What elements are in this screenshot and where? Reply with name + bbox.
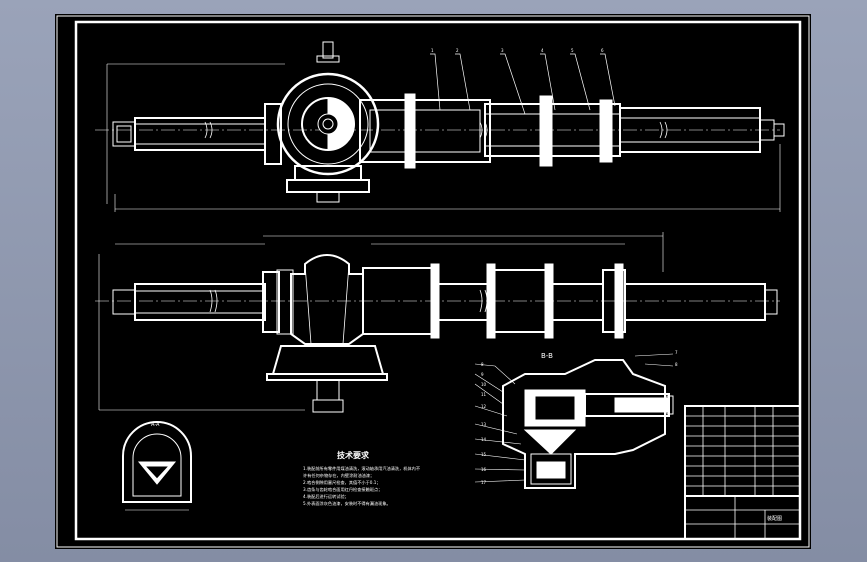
tech-note: 4.装配后进行运转试验； <box>303 493 349 500</box>
part-number-balloons-section: 8 9 10 11 12 13 14 15 16 17 7 8 <box>481 350 678 485</box>
tech-requirements-notes: 1.装配前所有零件用煤油清洗，滚动轴承用汽油清洗，机体内不 许有任何杂物存在，内… <box>303 465 420 507</box>
part-number: 9 <box>481 372 484 377</box>
part-number: 10 <box>481 382 487 387</box>
part-number: 11 <box>481 392 487 397</box>
tech-note: 许有任何杂物存在，内壁涂耐油油漆； <box>303 472 374 479</box>
part-number: 1 <box>431 48 434 53</box>
part-number: 16 <box>481 467 487 472</box>
part-number: 8 <box>481 362 484 367</box>
part-number: 2 <box>456 48 459 53</box>
part-number: 5 <box>571 48 574 53</box>
part-number: 12 <box>481 404 487 409</box>
tech-note: 1.装配前所有零件用煤油清洗，滚动轴承用汽油清洗，机体内不 <box>303 465 420 472</box>
small-view <box>122 421 192 511</box>
assembly-drawing: B-B A-A 技术要求 1.装配前所有零件用煤油清洗，滚动轴承用汽油清洗，机体… <box>56 15 810 548</box>
tech-requirements-title: 技术要求 <box>337 450 370 460</box>
section-view <box>474 353 674 489</box>
tech-note: 5.外表面涂灰色油漆，安装时不得有漏油现象。 <box>303 500 391 507</box>
tech-note: 2.啮合侧隙用塞尺检查，其值不小于0.1； <box>303 479 381 486</box>
front-view <box>95 232 780 413</box>
drawing-sheet: B-B A-A 技术要求 1.装配前所有零件用煤油清洗，滚动轴承用汽油清洗，机体… <box>55 14 811 549</box>
part-number: 3 <box>501 48 504 53</box>
parts-list <box>684 405 801 540</box>
view-label: A-A <box>151 422 160 428</box>
part-number: 7 <box>675 350 678 355</box>
part-number: 15 <box>481 452 487 457</box>
title-block-drawing-name: 装配图 <box>767 515 782 522</box>
part-number-balloons-top: 1 2 3 4 5 6 <box>431 48 604 53</box>
outer-border <box>56 15 810 548</box>
part-number: 8 <box>675 362 678 367</box>
part-number: 14 <box>481 437 487 442</box>
section-label: B-B <box>541 352 553 360</box>
inner-border <box>74 20 802 541</box>
part-number: 6 <box>601 48 604 53</box>
tech-note: 3.齿条与齿轮啮合面用红丹检查接触斑点； <box>303 486 382 493</box>
part-number: 13 <box>481 422 487 427</box>
top-view <box>95 41 785 212</box>
part-number: 4 <box>541 48 544 53</box>
part-number: 17 <box>481 480 487 485</box>
